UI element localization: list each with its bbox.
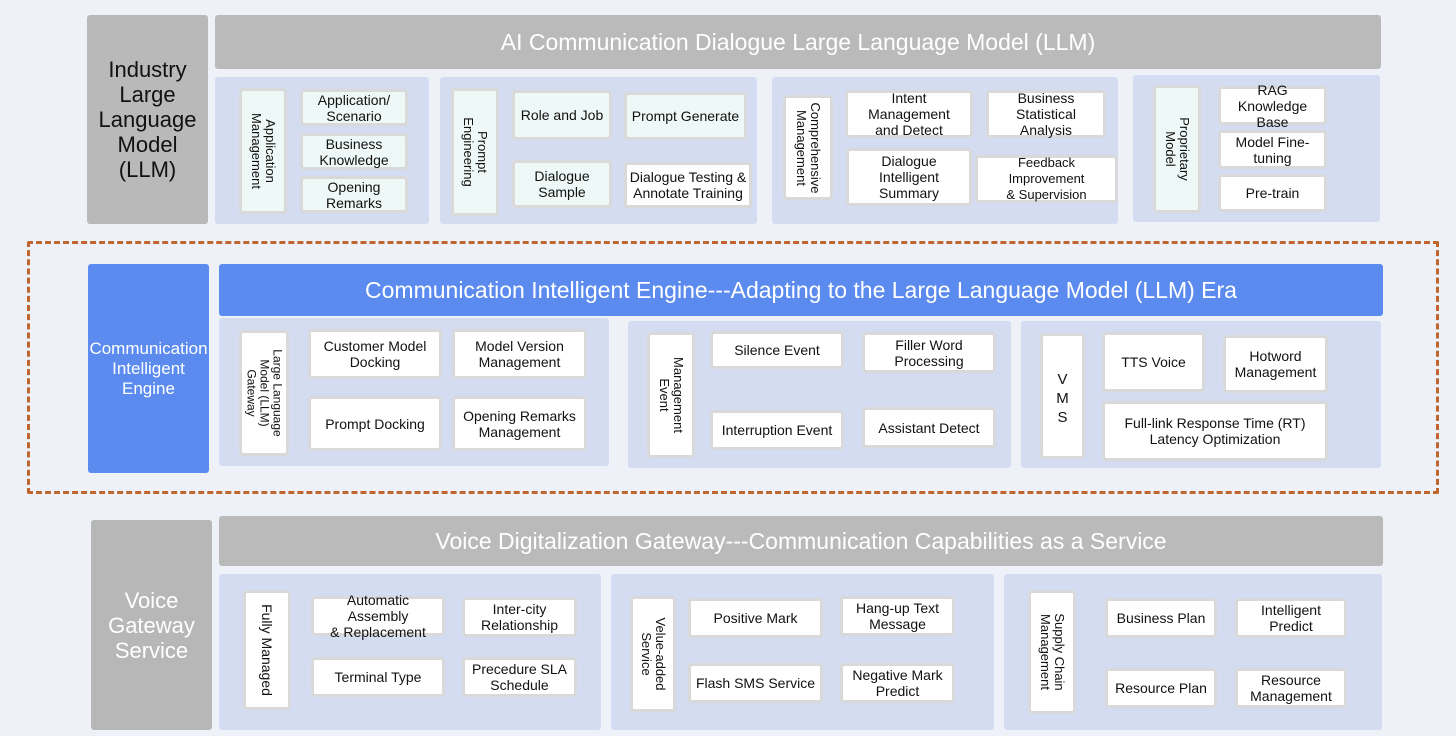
engine-header: Communication Intelligent Engine---Adapt… bbox=[219, 264, 1383, 316]
fully-managed-label: Fully Managed bbox=[243, 590, 291, 710]
resource-plan-box: Resource Plan bbox=[1105, 668, 1217, 708]
industry-llm-side-label: Industry Large Language Model (LLM) bbox=[98, 57, 197, 182]
silence-event-box: Silence Event bbox=[710, 331, 844, 369]
role-and-job-box: Role and Job bbox=[512, 90, 612, 140]
automatic-assembly-box: Automatic Assembly& Replacement bbox=[311, 592, 445, 640]
business-plan-box: Business Plan bbox=[1105, 598, 1217, 638]
tts-voice-box: TTS Voice bbox=[1102, 332, 1205, 392]
flash-sms-service-box: Flash SMS Service bbox=[688, 663, 823, 703]
latency-optimization-box: Full-link Response Time (RT)Latency Opti… bbox=[1102, 401, 1328, 461]
engine-side-label: Communication Intelligent Engine bbox=[89, 338, 208, 398]
pre-train-box: Pre-train bbox=[1218, 174, 1327, 212]
voice-gateway-side-block: Voice Gateway Service bbox=[91, 520, 212, 730]
industry-llm-side-block: Industry Large Language Model (LLM) bbox=[87, 15, 208, 224]
assistant-detect-box: Assistant Detect bbox=[862, 407, 996, 448]
prompt-docking-box: Prompt Docking bbox=[308, 396, 442, 451]
voice-gateway-header: Voice Digitalization Gateway---Communica… bbox=[219, 516, 1383, 566]
positive-mark-box: Positive Mark bbox=[688, 598, 823, 638]
engine-side-block: Communication Intelligent Engine bbox=[88, 264, 209, 473]
application-scenario-box: Application/Scenario bbox=[300, 89, 408, 126]
industry-llm-header: AI Communication Dialogue Large Language… bbox=[215, 15, 1381, 69]
terminal-type-box: Terminal Type bbox=[311, 657, 445, 697]
feedback-improvement-box: Feedback Improvement& Supervision bbox=[975, 155, 1118, 203]
prompt-generate-box: Prompt Generate bbox=[624, 92, 747, 140]
voice-gateway-side-label: Voice Gateway Service bbox=[108, 587, 195, 663]
dialogue-testing-box: Dialogue Testing &Annotate Training bbox=[624, 162, 752, 208]
interruption-event-box: Interruption Event bbox=[710, 410, 844, 450]
vms-label: V M S bbox=[1040, 333, 1085, 459]
engine-dashed-highlight bbox=[27, 241, 1439, 494]
model-fine-tuning-box: Model Fine-tuning bbox=[1218, 130, 1327, 169]
